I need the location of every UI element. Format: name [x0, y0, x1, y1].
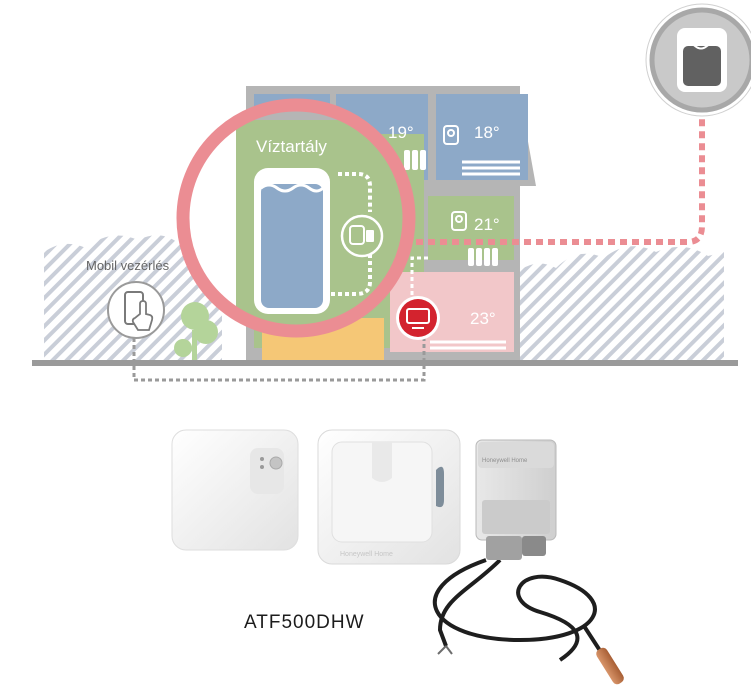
mobile-control-label: Mobil vezérlés: [86, 258, 170, 273]
temp-lower-right: 23°: [470, 309, 496, 328]
cylinder-sensor-product: Honeywell Home: [433, 439, 624, 685]
model-label: ATF500DHW: [244, 612, 365, 633]
ground-line: [32, 360, 738, 366]
zoom-ring: [176, 98, 416, 338]
room-upper-right: [436, 94, 528, 180]
temp-upper-right: 18°: [474, 123, 500, 142]
temp-middle-right: 21°: [474, 215, 500, 234]
relay-box-product: [171, 429, 299, 551]
cylinder-badge: [645, 3, 751, 117]
receiver-icon: [396, 296, 440, 340]
tank-label: Víztartály: [256, 137, 327, 156]
temp-upper-middle: 19°: [388, 123, 414, 142]
tree-shape: [174, 302, 218, 362]
mobile-control-icon: [107, 281, 165, 339]
thermostat-brand: Honeywell Home: [340, 551, 393, 558]
link-lines: [132, 104, 705, 382]
thermostat-product: Honeywell Home: [317, 429, 461, 565]
sensor-brand: Honeywell Home: [482, 458, 528, 464]
